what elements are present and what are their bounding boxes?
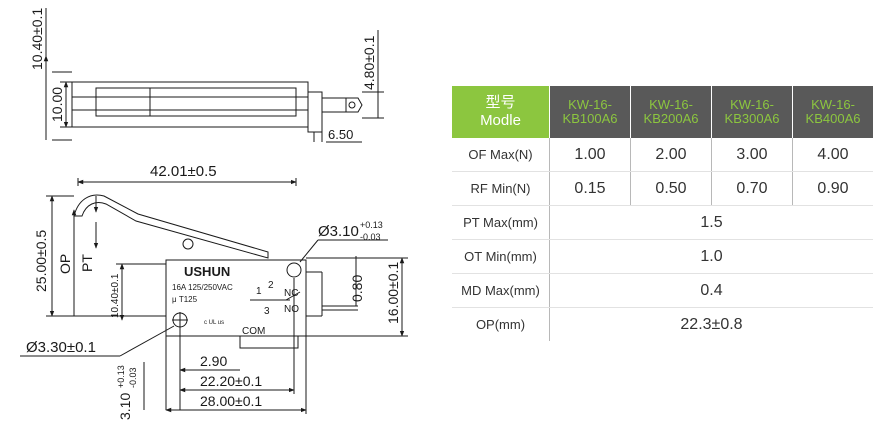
terminal-3-label: 3 — [264, 306, 270, 317]
spec-table: 型号 Modle KW-16- KB100A6 KW-16- KB200A6 K… — [452, 86, 873, 341]
spec-row-label: OT Min(mm) — [452, 239, 550, 274]
spec-row-label: PT Max(mm) — [452, 205, 550, 240]
spec-cell: 0.50 — [630, 171, 712, 206]
spec-cell: 0.4 — [549, 273, 873, 308]
spec-row-label: OP(mm) — [452, 307, 550, 341]
dim-length: 42.01±0.5 — [150, 163, 217, 180]
com-label: COM — [242, 326, 265, 337]
spec-cell: 0.70 — [711, 171, 793, 206]
model-line2: KB100A6 — [562, 111, 618, 126]
dim-2-90: 2.90 — [200, 353, 227, 369]
dim-terminal-height: 4.80±0.1 — [361, 35, 377, 90]
model-line1: KW-16- — [730, 97, 774, 112]
side-view — [43, 8, 384, 143]
no-label: NO — [284, 304, 299, 315]
dim-overall-height: 25.00±0.5 — [33, 230, 49, 292]
side-view-terminal — [321, 97, 347, 113]
spec-header-model: KW-16- KB400A6 — [792, 86, 873, 138]
dim-terminal-pitch: 6.50 — [328, 127, 353, 142]
mounting-hole-right — [286, 262, 302, 278]
dim-side-body-height: 10.00 — [49, 87, 65, 122]
dim-hole-offset: 10.40±0.1 — [110, 273, 121, 318]
dim-hole-spacing: 22.20±0.1 — [200, 373, 262, 389]
spec-header-label-cn: 型号 — [485, 94, 516, 111]
model-line2: KB300A6 — [724, 111, 780, 126]
brand-logo: USHUN — [184, 264, 230, 279]
model-line2: KB200A6 — [643, 111, 699, 126]
spec-cell: 22.3±0.8 — [680, 315, 743, 333]
switch-lever — [73, 194, 269, 259]
dim-hole-d-bottom-tol-plus: +0.13 — [116, 365, 126, 388]
spec-header-model: KW-16- KB300A6 — [711, 86, 793, 138]
label-pt: PT — [79, 254, 95, 272]
spec-cell: 0.90 — [792, 171, 873, 206]
spec-row: RF Min(N) 0.15 0.50 0.70 0.90 — [452, 171, 873, 206]
label-op: OP — [57, 254, 73, 274]
spec-row-label: RF Min(N) — [452, 171, 550, 206]
dim-hole-d-right-tol-plus: +0.13 — [360, 220, 383, 230]
terminal-2-label: 2 — [268, 280, 274, 291]
dim-ot: 0.80 — [349, 275, 365, 302]
spec-cell: 1.5 — [549, 205, 873, 240]
spec-header-row: 型号 Modle KW-16- KB100A6 KW-16- KB200A6 K… — [452, 86, 873, 138]
dim-total-height: 10.40±0.1 — [29, 8, 45, 70]
side-view-body — [71, 81, 309, 128]
spec-cell: 1.0 — [549, 239, 873, 274]
technical-drawing: 10.40±0.1 10.00 4.80±0.1 6.50 — [20, 8, 408, 420]
spec-row: MD Max(mm) 0.4 — [452, 273, 873, 308]
spec-row-label: MD Max(mm) — [452, 273, 550, 308]
front-view — [20, 178, 408, 414]
spec-cell: 3.00 — [711, 138, 793, 172]
model-line1: KW-16- — [649, 97, 693, 112]
spec-cell: 0.15 — [549, 171, 631, 206]
dim-hole-d-bottom-tol-minus: -0.03 — [128, 367, 138, 388]
side-view-actuator — [95, 87, 297, 117]
nc-label: NC — [284, 288, 298, 299]
spec-row: PT Max(mm) 1.5 — [452, 205, 873, 240]
dim-hole-d-right-tol-minus: -0.03 — [360, 232, 381, 242]
spec-row: OF Max(N) 1.00 2.00 3.00 4.00 — [452, 138, 873, 172]
dim-hole-d-bottom: 3.10 — [117, 393, 133, 420]
spec-row-label: OF Max(N) — [452, 138, 550, 172]
dim-body-length: 28.00±0.1 — [200, 393, 262, 409]
dim-hole-d-left: Ø3.30±0.1 — [26, 339, 96, 356]
terminal-1-label: 1 — [256, 286, 262, 297]
model-line1: KW-16- — [568, 97, 612, 112]
dim-body-height: 16.00±0.1 — [385, 262, 401, 324]
temp-text: μ T125 — [172, 295, 198, 304]
rating-text: 16A 125/250VAC — [172, 283, 233, 292]
spec-row: OT Min(mm) 1.0 — [452, 239, 873, 274]
switch-body — [165, 259, 307, 337]
spec-header-model: KW-16- KB200A6 — [630, 86, 712, 138]
spec-header-label-en: Modle — [480, 112, 521, 129]
spec-header-model: KW-16- KB100A6 — [549, 86, 631, 138]
spec-cell: 1.00 — [549, 138, 631, 172]
model-line1: KW-16- — [811, 97, 855, 112]
cert-text: c UL us — [204, 320, 224, 326]
spec-header-label: 型号 Modle — [452, 86, 550, 138]
spec-cell: 4.00 — [792, 138, 873, 172]
dim-hole-d-right: Ø3.10 — [318, 223, 359, 240]
spec-row: OP(mm) 22.3±0.8 — [452, 307, 873, 341]
spec-cell: 2.00 — [630, 138, 712, 172]
model-line2: KB400A6 — [805, 111, 861, 126]
